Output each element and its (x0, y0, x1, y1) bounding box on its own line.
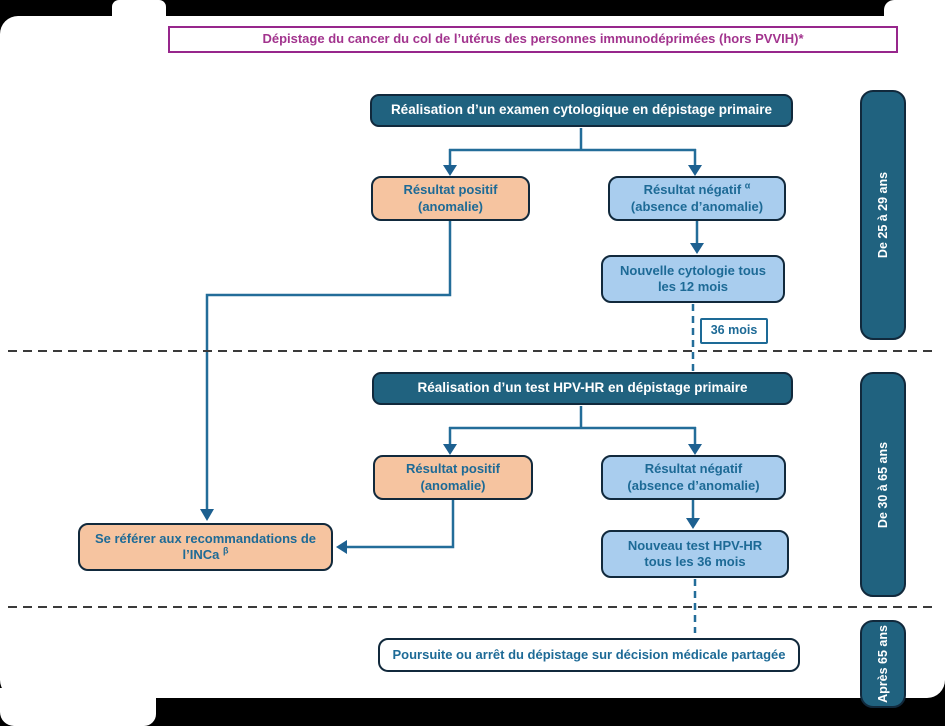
node-label: tous les 36 mois (644, 554, 746, 569)
node-label: Résultat positif (403, 182, 498, 198)
age-band-label: De 25 à 29 ans (876, 171, 891, 259)
node-label: Poursuite ou arrêt du dépistage sur déci… (392, 646, 786, 662)
footnote-marker: β (222, 545, 229, 556)
age-band-25-29: De 25 à 29 ans (860, 90, 906, 340)
node-label: les 12 mois (657, 279, 729, 294)
interval-label-36-months: 36 mois (700, 318, 768, 344)
node-new-cytology-12-months: Nouvelle cytologie tous les 12 mois (601, 255, 785, 303)
node-label: Se référer aux recommandations de (94, 530, 317, 546)
interval-text: 36 mois (710, 323, 758, 338)
node-label-text: Résultat négatif (643, 182, 742, 198)
node-label: (anomalie) (420, 477, 486, 493)
diagram-title: Dépistage du cancer du col de l’utérus d… (168, 26, 898, 53)
node-label: Résultat positif (406, 461, 500, 477)
footnote-marker: α (744, 180, 751, 191)
page-corner-decoration (0, 688, 156, 726)
node-new-hpv-test-36-months: Nouveau test HPV-HR tous les 36 mois (601, 530, 789, 578)
node-label: Nouvelle cytologie tous (620, 262, 766, 278)
node-hpv-hr-primary-screening: Réalisation d’un test HPV-HR en dépistag… (372, 372, 793, 405)
node-label: Résultat négatif (644, 461, 743, 477)
node-cytology-primary-screening: Réalisation d’un examen cytologique en d… (370, 94, 793, 127)
node-label: Nouveau test HPV-HR (627, 537, 763, 553)
age-band-30-65: De 30 à 65 ans (860, 372, 906, 597)
age-band-label: De 30 à 65 ans (876, 441, 891, 528)
node-label: (absence d’anomalie) (627, 477, 760, 493)
node-result-positive-s2: Résultat positif (anomalie) (373, 455, 533, 500)
age-band-after-65: Après 65 ans (860, 620, 906, 708)
node-label: (absence d’anomalie) (630, 198, 764, 214)
node-label-text: l’INCa (182, 547, 220, 562)
node-label: l’INCa β (182, 545, 229, 563)
node-label: Résultat négatif α (643, 180, 751, 198)
node-refer-inca-recommendations: Se référer aux recommandations de l’INCa… (78, 523, 333, 571)
diagram-title-text: Dépistage du cancer du col de l’utérus d… (262, 31, 804, 47)
page-background (0, 16, 945, 698)
node-label: (anomalie) (417, 198, 483, 214)
node-shared-medical-decision: Poursuite ou arrêt du dépistage sur déci… (378, 638, 800, 672)
node-result-positive-s1: Résultat positif (anomalie) (371, 176, 530, 221)
node-label: Réalisation d’un test HPV-HR en dépistag… (417, 380, 748, 396)
node-result-negative-s2: Résultat négatif (absence d’anomalie) (601, 455, 786, 500)
node-label: Réalisation d’un examen cytologique en d… (390, 102, 773, 118)
node-result-negative-s1: Résultat négatif α (absence d’anomalie) (608, 176, 786, 221)
page-corner-decoration (112, 0, 166, 24)
age-band-label: Après 65 ans (876, 625, 891, 703)
